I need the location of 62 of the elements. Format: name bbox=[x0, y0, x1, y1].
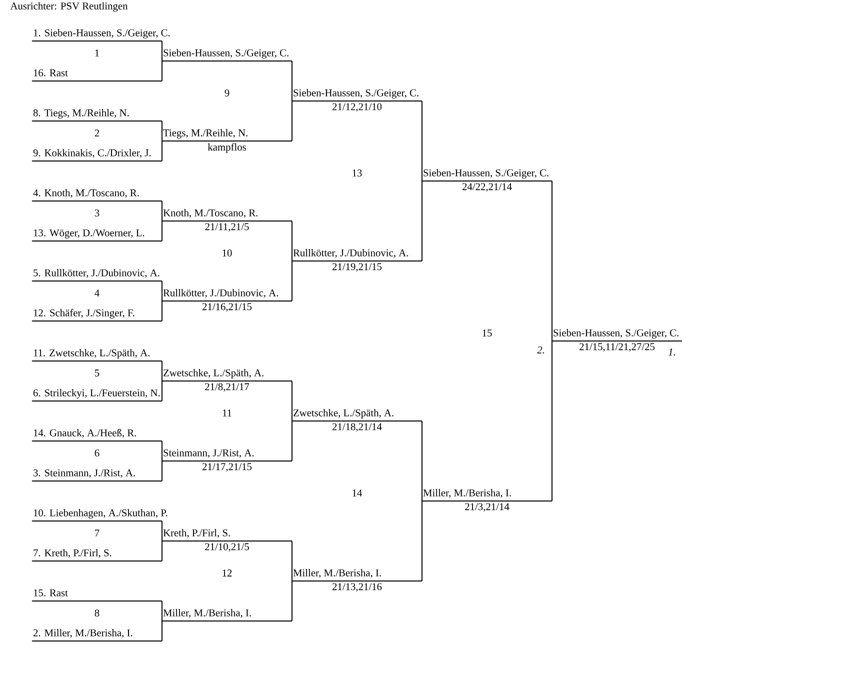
match-number: 12 bbox=[222, 570, 232, 576]
team-entry: 3. Steinmann, J./Rist, A. bbox=[32, 469, 162, 482]
team-entry: Miller, M./Berisha, I. bbox=[162, 609, 292, 622]
team-entry: Sieben-Haussen, S./Geiger, C. bbox=[292, 89, 422, 102]
score-text: 21/16,21/15 bbox=[202, 303, 252, 312]
match-number: 13 bbox=[352, 170, 362, 176]
team-entry: Rullkötter, J./Dubinovic, A. bbox=[162, 289, 292, 302]
team-entry: 2. Miller, M./Berisha, I. bbox=[32, 629, 162, 642]
team-entry: 9. Kokkinakis, C./Drixler, J. bbox=[32, 149, 162, 162]
team-entry: Steinmann, J./Rist, A. bbox=[162, 449, 292, 462]
team-entry: Knoth, M./Toscano, R. bbox=[162, 209, 292, 222]
title-text: Ausrichter: PSV Reutlingen bbox=[10, 2, 128, 12]
team-entry: 6. Strileckyi, L./Feuerstein, N. bbox=[32, 389, 162, 402]
match-number: 3 bbox=[94, 210, 100, 216]
rank-label: 2. bbox=[537, 346, 544, 354]
team-entry: 15. Rast bbox=[32, 589, 162, 602]
score-text: 21/3,21/14 bbox=[465, 503, 510, 512]
match-number: 1 bbox=[95, 50, 99, 56]
team-entry: Miller, M./Berisha, I. bbox=[292, 569, 422, 582]
team-entry: Zwetschke, L./Späth, A. bbox=[162, 369, 292, 382]
team-entry: Sieben-Haussen, S./Geiger, C. bbox=[162, 49, 292, 62]
match-number: 5 bbox=[95, 370, 100, 376]
team-entry: 16. Rast bbox=[32, 69, 162, 82]
team-entry: Tiegs, M./Reihle, N. bbox=[162, 129, 292, 142]
score-text: 21/13,21/16 bbox=[332, 583, 382, 592]
team-entry: Sieben-Haussen, S./Geiger, C. bbox=[422, 169, 552, 182]
team-entry: Kreth, P./Firl, S. bbox=[162, 529, 292, 542]
team-entry: 12. Schäfer, J./Singer, F. bbox=[32, 308, 162, 322]
team-entry: 10. Liebenhagen, A./Skuthan, P. bbox=[32, 509, 168, 522]
match-number: 10 bbox=[222, 249, 232, 256]
team-entry: 13. Wöger, D./Woerner, L. bbox=[32, 229, 162, 242]
match-number: 6 bbox=[94, 450, 100, 456]
match-number: 7 bbox=[95, 530, 100, 536]
rank-label: 1. bbox=[668, 348, 675, 356]
score-text: 21/8,21/17 bbox=[205, 383, 250, 392]
score-text: 21/15,11/21,27/25 bbox=[580, 343, 655, 352]
match-number: 4 bbox=[94, 290, 100, 296]
team-entry: Zwetschke, L./Späth, A. bbox=[292, 409, 422, 422]
match-number: 9 bbox=[224, 90, 230, 96]
team-entry: 7. Kreth, P./Firl, S. bbox=[32, 549, 162, 562]
match-number: 15 bbox=[482, 330, 492, 336]
match-number: 2 bbox=[94, 130, 100, 136]
score-text: 21/12,21/10 bbox=[332, 103, 382, 112]
team-entry: Sieben-Haussen, S./Geiger, C. bbox=[552, 329, 682, 342]
match-number: 14 bbox=[352, 490, 362, 496]
score-text: 21/11,21/5 bbox=[205, 223, 249, 232]
team-entry: Rullkötter, J./Dubinovic, A. bbox=[292, 249, 422, 262]
team-entry: 14. Gnauck, A./Heeß, R. bbox=[32, 428, 162, 442]
score-text: 21/18,21/14 bbox=[332, 423, 382, 432]
team-entry: 11. Zwetschke, L./Späth, A. bbox=[32, 349, 162, 362]
team-entry: 4. Knoth, M./Toscano, R. bbox=[32, 189, 162, 202]
team-entry: 1. Sieben-Haussen, S./Geiger, C. bbox=[32, 29, 170, 42]
score-text: 24/22,21/14 bbox=[462, 183, 512, 192]
score-text: 21/19,21/15 bbox=[332, 263, 382, 272]
team-entry: 8. Tiegs, M./Reihle, N. bbox=[32, 109, 162, 122]
score-text: 21/17,21/15 bbox=[202, 463, 252, 472]
match-number: 8 bbox=[94, 610, 100, 616]
score-text: kampflos bbox=[208, 143, 246, 153]
team-entry: 5. Rullkötter, J./Dubinovic, A. bbox=[32, 269, 162, 282]
team-entry: Miller, M./Berisha, I. bbox=[422, 489, 552, 502]
score-text: 21/10,21/5 bbox=[205, 543, 249, 552]
match-number: 11 bbox=[222, 410, 232, 416]
